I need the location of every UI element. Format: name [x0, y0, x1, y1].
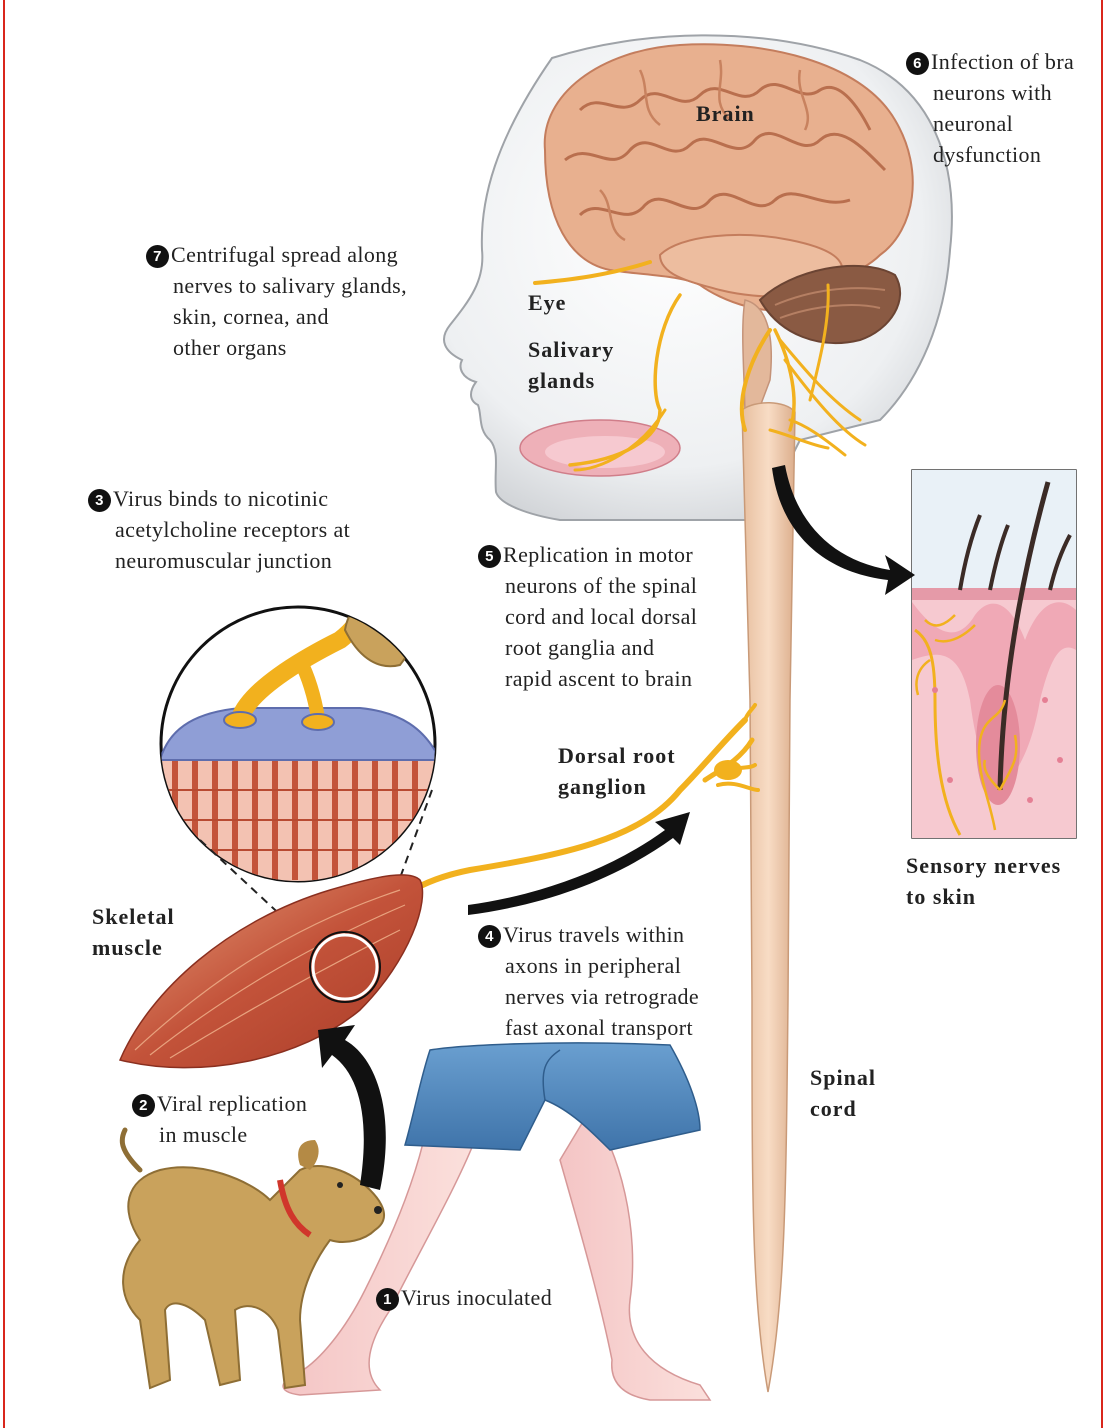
step-4-number: 4 [478, 925, 501, 948]
step-5-line-1: Replication in motor [503, 542, 693, 567]
salivary-glands-label: Salivary glands [528, 334, 614, 396]
step-3-number: 3 [88, 489, 111, 512]
step-2-line-1: Viral replication [157, 1091, 307, 1116]
step-4-line-1: Virus travels within [503, 922, 684, 947]
step-5-line-2: neurons of the spinal [478, 570, 697, 601]
step-6-line-3: neuronal [906, 108, 1074, 139]
dorsal-root-ganglion [714, 760, 742, 780]
dorsal-root-ganglion-line-2: ganglion [558, 771, 676, 802]
step-5-number: 5 [478, 545, 501, 568]
step-6-line-1: Infection of bra [931, 49, 1074, 74]
step-3-line-1: Virus binds to nicotinic [113, 486, 328, 511]
skeletal-muscle-label: Skeletal muscle [92, 901, 175, 963]
step-1-line-1: Virus inoculated [401, 1285, 552, 1310]
step-7-line-4: other organs [146, 332, 407, 363]
step-4-line-3: nerves via retrograde [478, 981, 699, 1012]
step-3-line-2: acetylcholine receptors at [88, 514, 350, 545]
step-6-line-4: dysfunction [906, 139, 1074, 170]
skeletal-muscle-line-1: Skeletal [92, 901, 175, 932]
sensory-nerves-line-2: to skin [906, 881, 1061, 912]
step-7-line-2: nerves to salivary glands, [146, 270, 407, 301]
step-6-number: 6 [906, 52, 929, 75]
step-4-line-2: axons in peripheral [478, 950, 699, 981]
step-2-number: 2 [132, 1094, 155, 1117]
step-2-line-2: in muscle [132, 1119, 307, 1150]
step-7-line-1: Centrifugal spread along [171, 242, 398, 267]
step-1-number: 1 [376, 1288, 399, 1311]
salivary-glands-line-2: glands [528, 365, 614, 396]
spinal-cord-line-1: Spinal [810, 1062, 876, 1093]
skeletal-muscle-line-2: muscle [92, 932, 175, 963]
step-5-line-3: cord and local dorsal [478, 601, 697, 632]
step-7-number: 7 [146, 245, 169, 268]
dorsal-root-ganglion-line-1: Dorsal root [558, 740, 676, 771]
step-6-line-2: neurons with [906, 77, 1074, 108]
dorsal-root-ganglion-label: Dorsal root ganglion [558, 740, 676, 802]
skin-inset [912, 470, 1076, 840]
step-3-line-3: neuromuscular junction [88, 545, 350, 576]
spinal-cord-line-2: cord [810, 1093, 876, 1124]
brain-label: Brain [696, 98, 755, 129]
spinal-cord-label: Spinal cord [810, 1062, 876, 1124]
step-5-line-4: root ganglia and [478, 632, 697, 663]
spinal-cord [742, 403, 795, 1392]
salivary-glands-line-1: Salivary [528, 334, 614, 365]
eye-label: Eye [528, 287, 566, 318]
sensory-nerves-label: Sensory nerves to skin [906, 850, 1061, 912]
sensory-nerves-line-1: Sensory nerves [906, 850, 1061, 881]
step-7-line-3: skin, cornea, and [146, 301, 407, 332]
step-4-line-4: fast axonal transport [478, 1012, 699, 1043]
step-5-line-5: rapid ascent to brain [478, 663, 697, 694]
